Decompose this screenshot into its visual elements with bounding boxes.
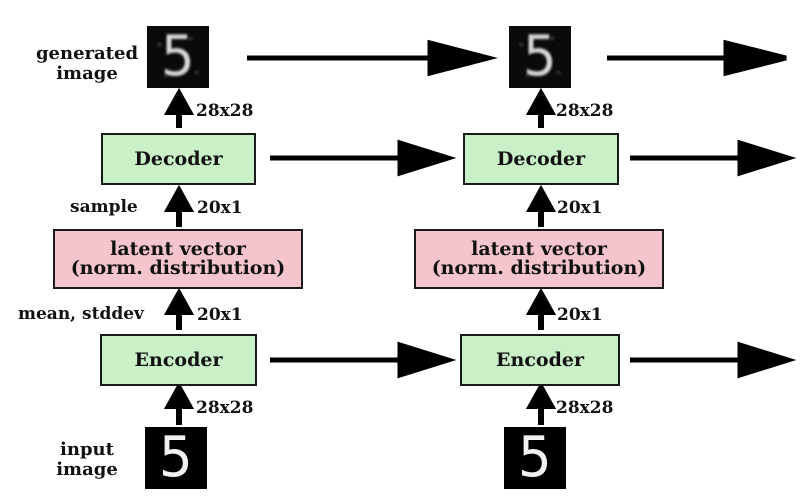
generated-digit-glyph-1: 5 (161, 26, 195, 88)
column-1-vertical-arrows (163, 87, 195, 425)
generated-image-label: generated image (35, 43, 139, 84)
decoder-box-2: Decoder (463, 133, 619, 185)
latent-vector-box-2: latent vector (norm. distribution) (414, 229, 664, 289)
input-digit-image-1: 5 (145, 427, 207, 489)
encoder-out-dim-label-2: 20x1 (557, 305, 603, 325)
horizontal-arrows (247, 39, 797, 379)
input-digit-image-2: 5 (504, 427, 566, 489)
mean-stddev-label: mean, stddev (18, 304, 144, 324)
generated-digit-glyph-2: 5 (523, 26, 557, 88)
encoder-label-1: Encoder (134, 348, 223, 371)
output-dim-label-2: 28x28 (556, 101, 614, 121)
column-2-vertical-arrows (525, 87, 557, 425)
output-dim-label-1: 28x28 (196, 101, 254, 121)
input-dim-label-2: 28x28 (556, 398, 614, 418)
generated-digit-image-1: 5 (147, 26, 209, 88)
generated-digit-image-2: 5 (509, 26, 571, 88)
input-digit-glyph-2: 5 (518, 427, 552, 489)
decoder-label-2: Decoder (496, 147, 586, 170)
latent-label-line1-2: latent vector (471, 238, 607, 260)
input-dim-label-1: 28x28 (196, 398, 254, 418)
encoder-box-1: Encoder (100, 334, 257, 386)
latent-label-line2-1: (norm. distribution) (70, 257, 286, 279)
sample-dim-label-2: 20x1 (557, 198, 603, 218)
decoder-box-1: Decoder (101, 133, 256, 185)
latent-label-line2-2: (norm. distribution) (431, 257, 647, 279)
decoder-label-1: Decoder (134, 147, 223, 170)
encoder-box-2: Encoder (460, 334, 620, 386)
sample-label: sample (70, 197, 138, 217)
encoder-label-2: Encoder (496, 348, 584, 371)
latent-label-line1-1: latent vector (110, 238, 246, 260)
encoder-out-dim-label-1: 20x1 (197, 305, 243, 325)
input-image-label: input image (56, 439, 118, 480)
sample-dim-label-1: 20x1 (197, 198, 243, 218)
input-digit-glyph-1: 5 (159, 427, 193, 489)
latent-vector-box-1: latent vector (norm. distribution) (53, 229, 303, 289)
